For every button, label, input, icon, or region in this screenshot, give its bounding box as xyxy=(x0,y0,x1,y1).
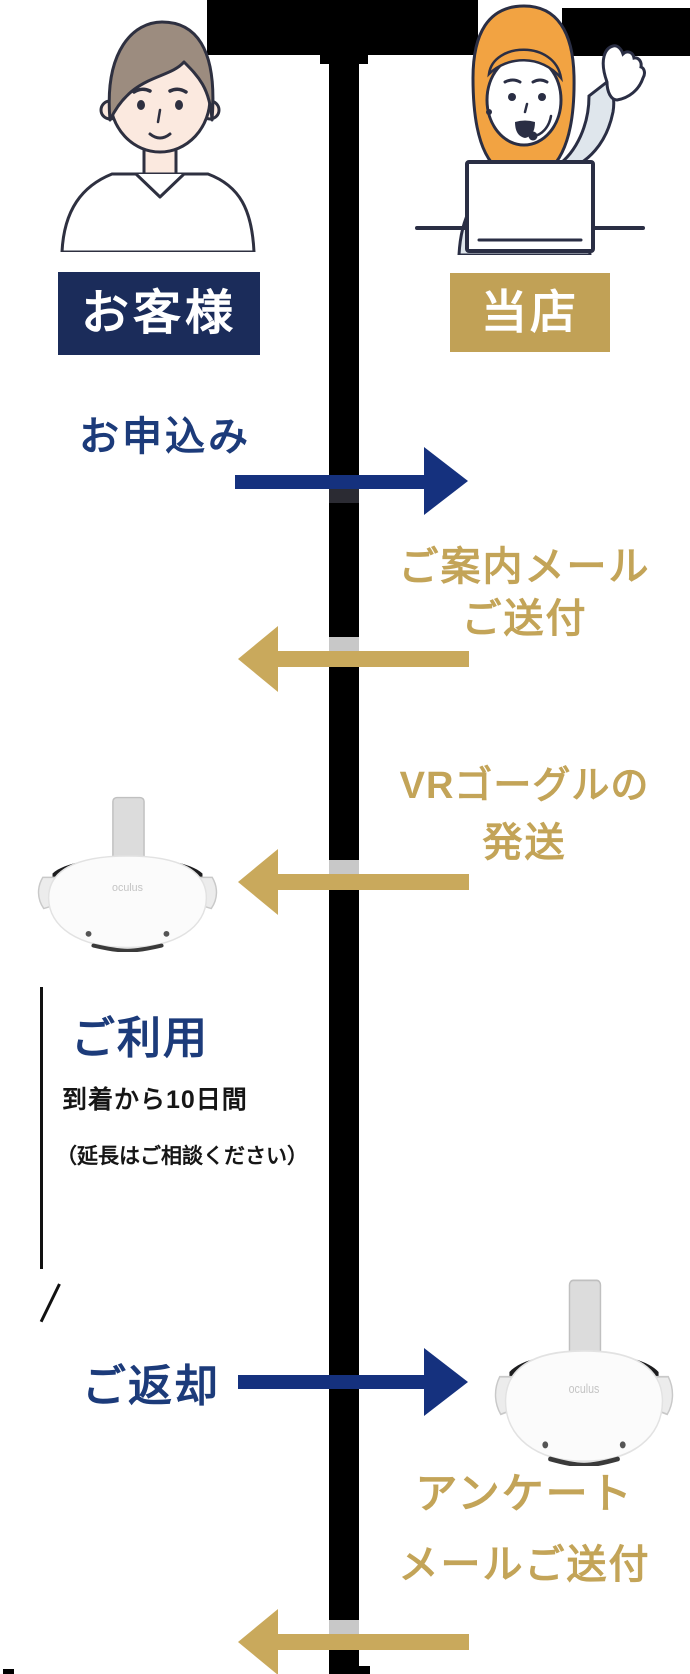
usage-bracket-tick xyxy=(39,1283,61,1323)
shop-illustration xyxy=(385,0,660,255)
vr-headset-image-right: oculus xyxy=(492,1278,676,1466)
top-bar-right xyxy=(562,8,690,56)
customer-label-box: お客様 xyxy=(58,272,260,355)
arrow-crossing-patch xyxy=(329,1620,359,1634)
usage-duration-note: 到着から10日間 xyxy=(62,1086,248,1114)
usage-label: ご利用 xyxy=(71,1014,209,1063)
arrow-crossing-patch xyxy=(329,860,359,874)
ship-arrow-head xyxy=(238,849,278,915)
return-arrow-shaft xyxy=(238,1375,425,1389)
timeline-bottom-foot xyxy=(329,1666,370,1674)
guide-mail-arrow-head xyxy=(238,626,278,692)
timeline-top-notch xyxy=(320,55,368,64)
apply-arrow-shaft xyxy=(235,475,424,489)
survey-arrow-head xyxy=(238,1609,278,1674)
apply-arrow-head xyxy=(424,447,468,515)
vr-headset-image-left: oculus xyxy=(35,795,220,952)
ship-arrow-shaft xyxy=(277,874,469,890)
customer-illustration xyxy=(48,2,268,252)
bottom-left-mark xyxy=(3,1669,14,1674)
arrow-crossing-patch xyxy=(329,489,359,503)
vr-headset-graphic: oculus xyxy=(37,796,218,952)
oculus-logo-text: oculus xyxy=(569,1381,600,1396)
oculus-logo-text: oculus xyxy=(112,882,143,894)
survey-arrow-shaft xyxy=(277,1634,469,1650)
woman-figure xyxy=(415,4,646,255)
usage-bracket-line xyxy=(40,987,43,1269)
top-bar-middle xyxy=(207,0,478,55)
return-label: ご返却 xyxy=(82,1362,220,1411)
customer-label: お客様 xyxy=(80,287,237,340)
arrow-crossing-patch xyxy=(329,637,359,651)
apply-label: お申込み xyxy=(79,415,251,459)
survey-label-line2: メールご送付 xyxy=(398,1543,651,1587)
shop-label: 当店 xyxy=(481,286,579,338)
return-arrow-head xyxy=(424,1348,468,1416)
guide-mail-label-line2: ご送付 xyxy=(461,597,588,641)
vr-headset-graphic: oculus xyxy=(494,1279,674,1466)
ship-label-line2: 発送 xyxy=(482,821,567,865)
ship-label-line1: VRゴーグルの xyxy=(399,765,650,807)
guide-mail-arrow-shaft xyxy=(277,651,469,667)
man-figure xyxy=(60,20,256,252)
usage-extension-note: （延長はご相談ください） xyxy=(56,1145,308,1168)
guide-mail-label-line1: ご案内メール xyxy=(398,545,651,589)
shop-label-box: 当店 xyxy=(450,273,610,352)
survey-label-line1: アンケート xyxy=(415,1470,634,1517)
